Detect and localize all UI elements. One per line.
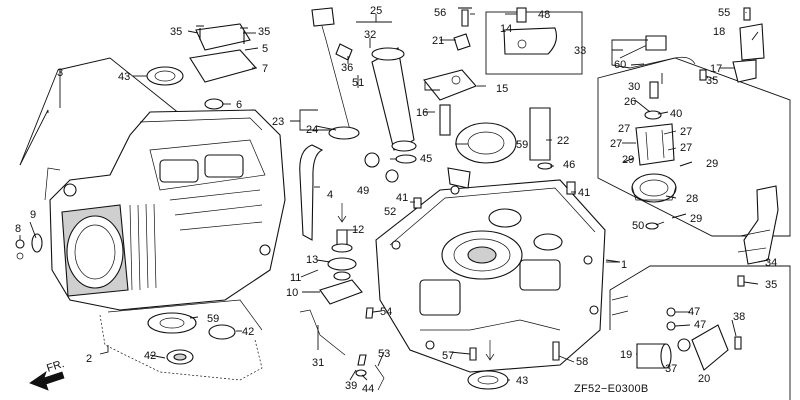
callout-42: 42 [242, 326, 254, 338]
callout-54: 54 [380, 306, 392, 318]
diagram-code: ZF52−E0300B [574, 383, 649, 395]
callout-39: 39 [345, 380, 357, 392]
callout-28: 28 [686, 193, 698, 205]
callout-40: 40 [670, 108, 682, 120]
callout-9: 9 [30, 209, 36, 221]
callout-25: 25 [370, 5, 382, 17]
leader-lines [19, 12, 769, 381]
crankcase-cover [375, 122, 606, 390]
callout-21: 21 [432, 35, 444, 47]
callout-59: 59 [516, 139, 528, 151]
callout-16: 16 [416, 107, 428, 119]
callout-53: 53 [378, 348, 390, 360]
callout-35: 35 [258, 26, 270, 38]
callout-15: 15 [496, 83, 508, 95]
callout-35: 35 [706, 75, 718, 87]
cylinder-block [19, 57, 286, 381]
callout-31: 31 [312, 357, 324, 369]
callout-3: 3 [57, 67, 63, 79]
callout-36: 36 [341, 62, 353, 74]
callout-41: 41 [578, 187, 590, 199]
front-direction-arrow [29, 370, 65, 391]
callout-27: 27 [610, 138, 622, 150]
callout-51: 51 [352, 77, 364, 89]
callout-labels: 3 35 35 5 7 43 6 9 8 59 42 42 2 25 32 36… [15, 5, 777, 395]
assembly-arrow [485, 340, 495, 361]
callout-32: 32 [364, 29, 376, 41]
callout-26: 26 [624, 96, 636, 108]
callout-5: 5 [262, 43, 268, 55]
callout-46: 46 [563, 159, 575, 171]
callout-19: 19 [620, 349, 632, 361]
callout-10: 10 [286, 287, 298, 299]
small-parts-left [15, 233, 43, 260]
callout-11: 11 [290, 272, 301, 284]
callout-12: 12 [352, 224, 364, 236]
governor-parts [299, 229, 385, 391]
callout-58: 58 [576, 356, 588, 368]
callout-7: 7 [262, 63, 268, 75]
callout-6: 6 [236, 99, 242, 111]
callout-60: 60 [614, 59, 626, 71]
callout-43: 43 [516, 375, 528, 387]
callout-8: 8 [15, 223, 21, 235]
breather-cover-parts [146, 23, 257, 110]
callout-37: 37 [665, 363, 677, 375]
callout-49: 49 [357, 185, 369, 197]
callout-20: 20 [698, 373, 710, 385]
callout-47: 47 [694, 319, 706, 331]
callout-23: 23 [272, 116, 284, 128]
callout-35: 35 [765, 279, 777, 291]
callout-4: 4 [327, 189, 333, 201]
callout-29: 29 [690, 213, 702, 225]
callout-14: 14 [500, 23, 512, 35]
callout-13: 13 [306, 254, 318, 266]
callout-27: 27 [680, 142, 692, 154]
callout-38: 38 [733, 311, 745, 323]
callout-50: 50 [632, 220, 644, 232]
breather-plates [423, 7, 583, 170]
callout-33: 33 [574, 45, 586, 57]
callout-17: 17 [710, 63, 722, 75]
callout-41: 41 [396, 192, 408, 204]
callout-48: 48 [538, 9, 550, 21]
callout-55: 55 [718, 7, 730, 19]
callout-29: 29 [622, 154, 634, 166]
callout-1: 1 [621, 259, 627, 271]
callout-45: 45 [420, 153, 432, 165]
callout-22: 22 [557, 135, 569, 147]
callout-56: 56 [434, 7, 446, 19]
callout-42: 42 [144, 350, 156, 362]
callout-27: 27 [618, 123, 630, 135]
callout-47: 47 [688, 306, 700, 318]
callout-59: 59 [207, 313, 219, 325]
callout-2: 2 [86, 353, 92, 365]
callout-44: 44 [362, 383, 374, 395]
callout-18: 18 [713, 26, 725, 38]
callout-35: 35 [170, 26, 182, 38]
callout-27: 27 [680, 126, 692, 138]
assembly-arrow [337, 203, 347, 223]
callout-30: 30 [628, 81, 640, 93]
callout-43: 43 [118, 71, 130, 83]
callout-57: 57 [442, 350, 454, 362]
callout-24: 24 [306, 124, 318, 136]
callout-29: 29 [706, 158, 718, 170]
callout-52: 52 [384, 206, 396, 218]
front-direction-label: FR. [45, 358, 66, 375]
callout-34: 34 [765, 257, 777, 269]
